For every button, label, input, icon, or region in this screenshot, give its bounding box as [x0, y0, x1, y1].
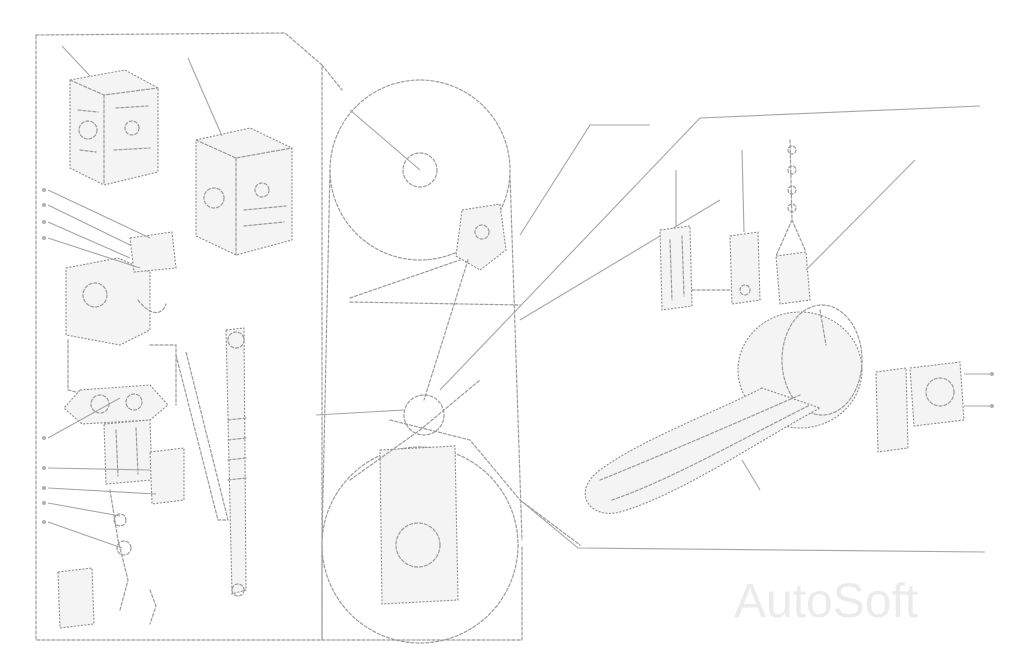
lower-gear-assembly [57, 339, 185, 629]
clamp-part-middle [729, 149, 761, 305]
tension-link [423, 259, 469, 401]
block-part-a [69, 69, 159, 186]
linkage-housing [65, 231, 177, 346]
belt-right [509, 174, 523, 541]
clamp-part-left [659, 170, 731, 311]
left-panel-border [35, 32, 323, 641]
left-callouts [42, 188, 157, 549]
side-bracket [175, 351, 229, 521]
belt-guard-lines [349, 259, 521, 306]
motor-shaft [395, 522, 441, 568]
tensioner-bracket [455, 203, 507, 271]
pulley-leader [349, 109, 421, 171]
idler-wheel [403, 394, 445, 436]
idler-guide [389, 419, 581, 546]
side-cover-part [875, 361, 994, 453]
belt-left [321, 169, 331, 541]
block-part-b [195, 127, 293, 256]
mid-connector-top [321, 64, 343, 91]
belt-drive-panel [315, 64, 581, 644]
leader-line-a [61, 45, 91, 77]
upper-pulley-hub [402, 152, 438, 188]
left-exploded-panel [35, 32, 323, 641]
motor-housing [379, 445, 459, 605]
leader-line-b [187, 57, 223, 137]
idler-axle [315, 409, 405, 416]
lower-pulley-frame [321, 544, 523, 641]
connecting-rod [225, 327, 247, 597]
watermark-text: AutoSoft [734, 575, 918, 628]
detail-connectors [439, 105, 986, 553]
hook-chain [775, 139, 916, 305]
right-detail-panel [584, 139, 994, 514]
chain-blade [584, 387, 822, 514]
